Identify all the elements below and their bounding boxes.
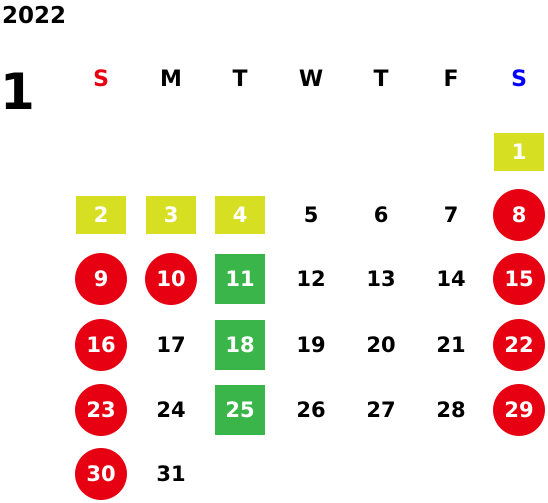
day-3[interactable]: 3 [146, 196, 196, 234]
day-9[interactable]: 9 [75, 253, 127, 305]
day-19[interactable]: 19 [296, 333, 326, 357]
day-21[interactable]: 21 [436, 333, 466, 357]
calendar-month: 1 [0, 63, 35, 121]
day-2[interactable]: 2 [76, 196, 126, 234]
day-4[interactable]: 4 [215, 196, 265, 234]
weekday-sat: S [511, 67, 527, 92]
day-29[interactable]: 29 [493, 384, 545, 436]
day-6[interactable]: 6 [373, 203, 389, 227]
day-28[interactable]: 28 [436, 398, 466, 422]
weekday-wed: W [298, 67, 324, 92]
day-26[interactable]: 26 [296, 398, 326, 422]
day-10[interactable]: 10 [145, 253, 197, 305]
day-11[interactable]: 11 [215, 254, 265, 304]
day-18[interactable]: 18 [215, 320, 265, 370]
day-15[interactable]: 15 [493, 253, 545, 305]
weekday-sun: S [93, 67, 109, 92]
day-14[interactable]: 14 [436, 267, 466, 291]
day-20[interactable]: 20 [366, 333, 396, 357]
day-12[interactable]: 12 [296, 267, 326, 291]
weekday-fri: F [443, 67, 459, 92]
calendar-year: 2022 [2, 3, 67, 29]
day-8[interactable]: 8 [493, 189, 545, 241]
day-31[interactable]: 31 [156, 462, 186, 486]
day-13[interactable]: 13 [366, 267, 396, 291]
day-30[interactable]: 30 [75, 448, 127, 500]
weekday-mon: M [160, 67, 182, 92]
day-17[interactable]: 17 [156, 333, 186, 357]
day-27[interactable]: 27 [366, 398, 396, 422]
weekday-tue: T [232, 67, 248, 92]
day-1[interactable]: 1 [494, 133, 544, 171]
day-7[interactable]: 7 [443, 203, 459, 227]
day-22[interactable]: 22 [493, 319, 545, 371]
day-24[interactable]: 24 [156, 398, 186, 422]
day-5[interactable]: 5 [303, 203, 319, 227]
day-25[interactable]: 25 [215, 385, 265, 435]
day-16[interactable]: 16 [75, 319, 127, 371]
day-23[interactable]: 23 [75, 384, 127, 436]
weekday-thu: T [373, 67, 389, 92]
